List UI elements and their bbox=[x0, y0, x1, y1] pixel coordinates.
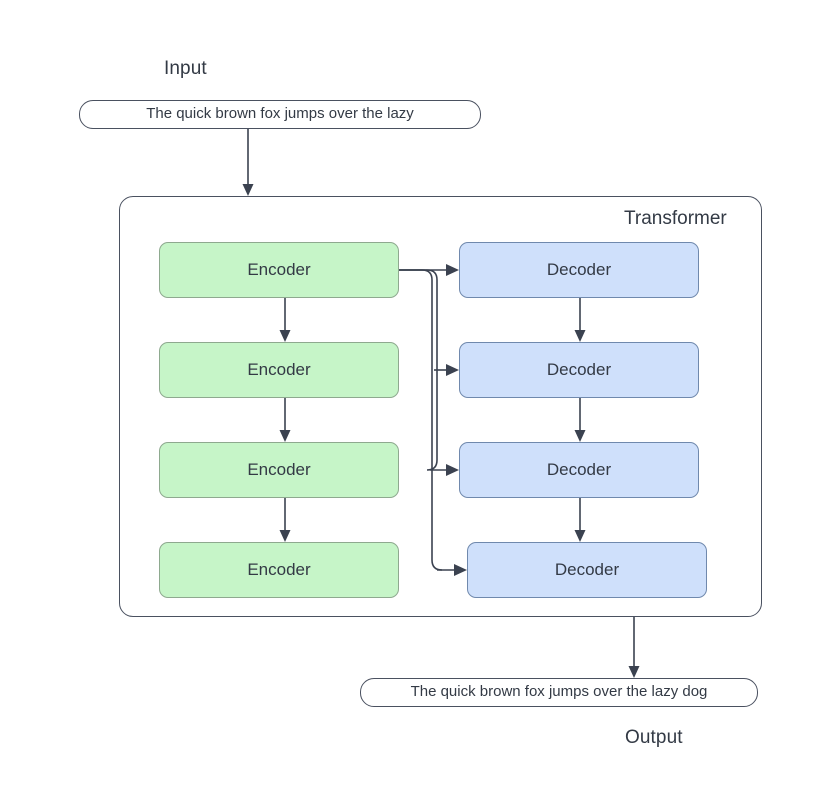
decoder-block-2[interactable]: Decoder bbox=[459, 342, 699, 398]
encoder-block-3-label: Encoder bbox=[247, 459, 311, 479]
encoder-block-2[interactable]: Encoder bbox=[159, 342, 399, 398]
decoder-block-4-label: Decoder bbox=[554, 559, 620, 579]
encoder-block-2-label: Encoder bbox=[247, 359, 311, 379]
encoder-block-4-label: Encoder bbox=[247, 559, 311, 579]
decoder-block-1[interactable]: Decoder bbox=[459, 242, 699, 298]
input-textbox-value: The quick brown fox jumps over the lazy bbox=[146, 104, 414, 122]
output-label: Output bbox=[625, 727, 683, 748]
decoder-block-1-label: Decoder bbox=[546, 259, 612, 279]
transformer-title: Transformer bbox=[624, 208, 727, 229]
decoder-block-4[interactable]: Decoder bbox=[467, 542, 707, 598]
encoder-block-4[interactable]: Encoder bbox=[159, 542, 399, 598]
connector-input-to-transformer bbox=[242, 129, 254, 196]
output-textbox-value: The quick brown fox jumps over the lazy … bbox=[410, 682, 708, 700]
encoder-block-1[interactable]: Encoder bbox=[159, 242, 399, 298]
connector-transformer-to-output bbox=[628, 617, 640, 678]
decoder-block-2-label: Decoder bbox=[546, 359, 612, 379]
input-label: Input bbox=[164, 58, 207, 79]
encoder-block-1-label: Encoder bbox=[247, 259, 311, 279]
decoder-block-3[interactable]: Decoder bbox=[459, 442, 699, 498]
output-textbox[interactable]: The quick brown fox jumps over the lazy … bbox=[360, 678, 758, 707]
decoder-block-3-label: Decoder bbox=[546, 459, 612, 479]
input-textbox[interactable]: The quick brown fox jumps over the lazy bbox=[79, 100, 481, 129]
encoder-block-3[interactable]: Encoder bbox=[159, 442, 399, 498]
